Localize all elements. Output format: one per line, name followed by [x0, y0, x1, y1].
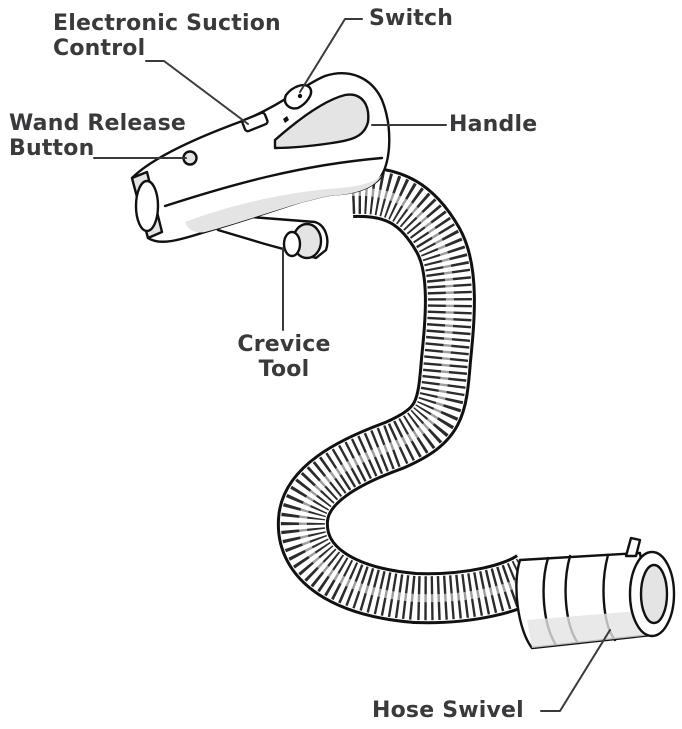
label-crevice-tool: Crevice Tool: [229, 332, 339, 382]
flexible-hose: [303, 192, 532, 598]
swivel-tab: [626, 538, 640, 556]
label-switch: Switch: [369, 6, 453, 31]
label-wand-release-button-line1: Wand Release: [9, 111, 186, 136]
label-crevice-tool-line2: Tool: [229, 357, 339, 382]
label-handle: Handle: [449, 112, 537, 137]
swivel-opening-inner: [641, 565, 667, 623]
label-electronic-suction-control-line2: Control: [53, 36, 281, 61]
hose-swivel: [516, 538, 674, 648]
hose-outer-outline: [303, 192, 532, 598]
label-electronic-suction-control: Electronic Suction Control: [53, 11, 281, 61]
switch-dot-icon: [298, 94, 302, 98]
label-hose-swivel: Hose Swivel: [372, 698, 524, 723]
label-crevice-tool-line1: Crevice: [229, 332, 339, 357]
wand-opening-rim: [136, 181, 158, 231]
label-wand-release-button: Wand Release Button: [9, 111, 186, 161]
label-wand-release-button-line2: Button: [9, 136, 186, 161]
crevice-tool-tip: [284, 232, 300, 256]
label-electronic-suction-control-line1: Electronic Suction: [53, 11, 281, 36]
